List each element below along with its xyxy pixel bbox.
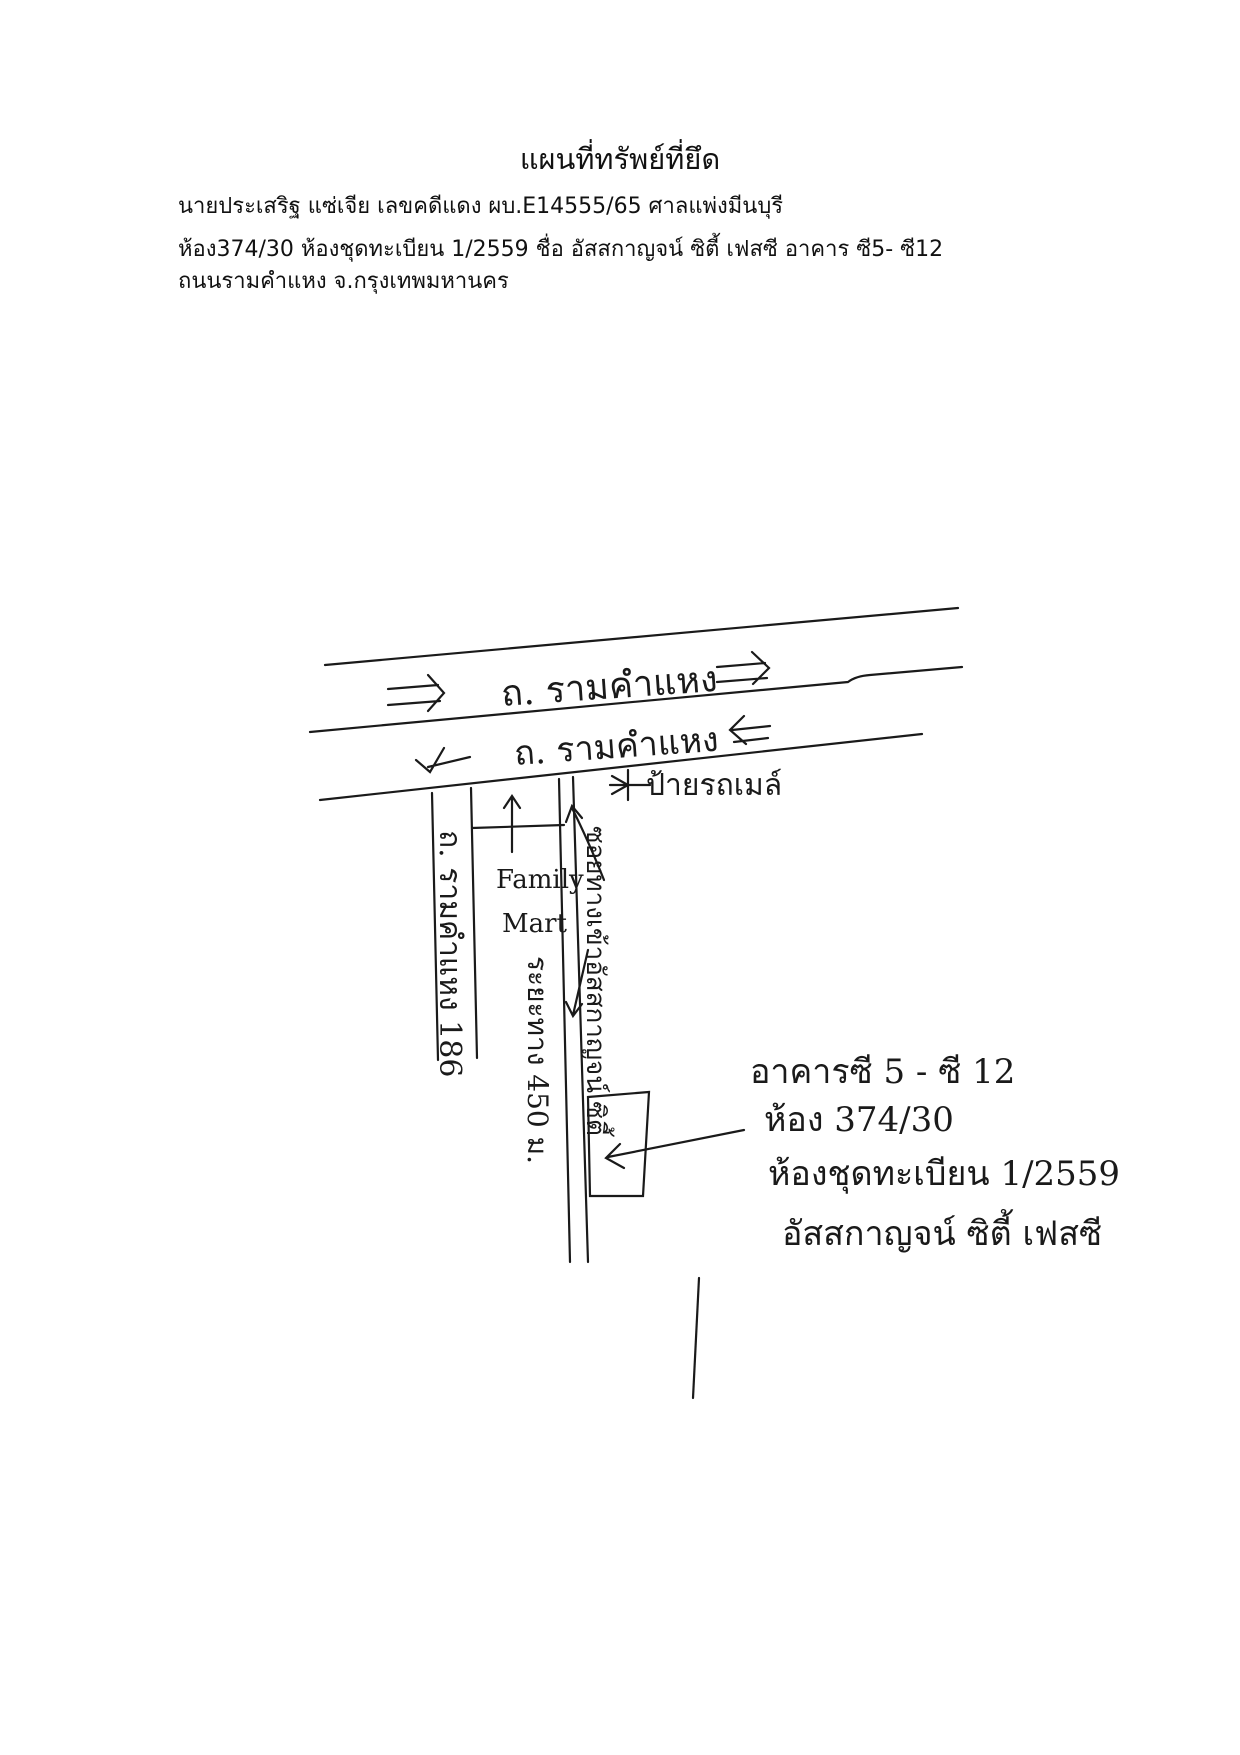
road-edge-top bbox=[323, 606, 960, 667]
building-note-line-3: ห้องชุดทะเบียน 1/2559 bbox=[768, 1154, 1120, 1194]
road-label-bottom: ถ. รามคำแหง bbox=[513, 720, 720, 774]
family-mart-label-1: Family bbox=[496, 865, 584, 895]
building-box bbox=[586, 1090, 651, 1198]
page-title: แผนที่ทรัพย์ที่ยึด bbox=[519, 142, 721, 176]
arrow-left-icon-2 bbox=[728, 714, 772, 746]
access-arrow-icon bbox=[564, 803, 606, 882]
arrow-right-icon-2 bbox=[715, 650, 771, 686]
road-center-line bbox=[308, 665, 964, 734]
access-road-line-left bbox=[557, 777, 572, 1264]
family-mart-arrow-icon bbox=[502, 794, 522, 854]
soi-186-line-left bbox=[430, 791, 440, 1062]
soi-186-label: ถ. รามคำแหง 186 bbox=[432, 830, 467, 1077]
road-label-top: ถ. รามคำแหง bbox=[500, 659, 719, 715]
access-road-label: ซอยทางเข้าอัสสกาญจน์ ซิตี้ bbox=[580, 826, 615, 1137]
header-line-2: ห้อง374/30 ห้องชุดทะเบียน 1/2559 ชื่อ อั… bbox=[178, 237, 944, 262]
bus-stop-marker bbox=[608, 768, 652, 802]
road-edge-bottom bbox=[318, 732, 924, 802]
bus-stop-label: ป้ายรถเมล์ bbox=[646, 768, 782, 803]
arrow-left-icon bbox=[414, 746, 472, 774]
soi-186-line-right bbox=[469, 786, 479, 1060]
building-note-line-2: ห้อง 374/30 bbox=[764, 1100, 954, 1140]
access-road-line-right bbox=[571, 775, 590, 1264]
header-line-1: นายประเสริฐ แซ่เจีย เลขคดีแดง ผบ.E14555/… bbox=[178, 194, 784, 219]
building-note-line-1: อาคารซี 5 - ซี 12 bbox=[750, 1052, 1015, 1092]
header-line-3: ถนนรามคำแหง จ.กรุงเทพมหานคร bbox=[178, 269, 509, 294]
distance-arrow-icon bbox=[564, 948, 590, 1019]
family-mart-box-line bbox=[470, 823, 566, 830]
family-mart-label-2: Mart bbox=[502, 909, 568, 939]
distance-label: ระยะทาง 450 ม. bbox=[521, 956, 554, 1164]
building-arrow-icon bbox=[604, 1128, 746, 1170]
arrow-right-icon bbox=[386, 673, 446, 713]
building-note-line-4: อัสสกาญจน์ ซิตี้ เฟสซี bbox=[782, 1209, 1102, 1254]
pen-stroke bbox=[691, 1276, 701, 1400]
